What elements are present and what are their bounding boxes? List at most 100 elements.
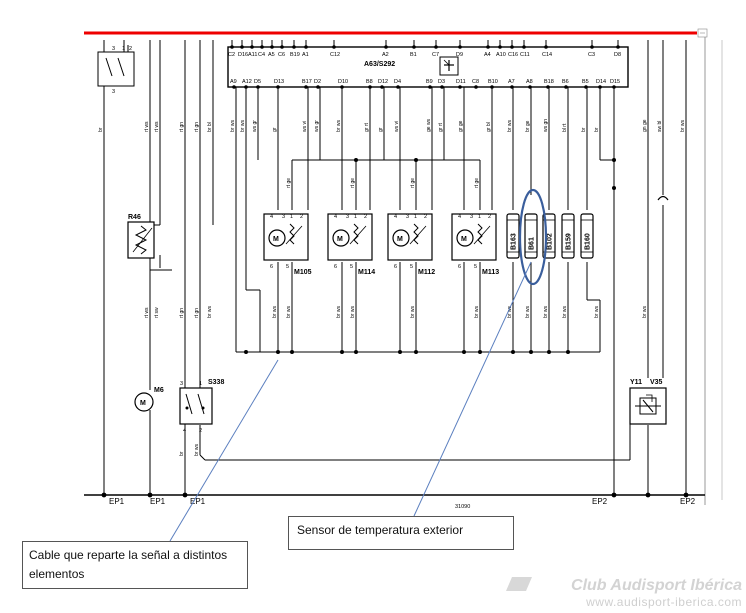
motor-label: M105: [294, 269, 312, 276]
wire-color-label: rt gn: [179, 308, 185, 318]
wire-color-label: rt gn: [179, 122, 185, 132]
sensor-label: B61: [529, 237, 536, 250]
ground-ep1-a: EP1: [109, 497, 125, 506]
pin-number: 3: [346, 214, 349, 220]
wire-color-label: rt ws: [144, 121, 150, 132]
ground-ep1-c: EP1: [190, 497, 206, 506]
svg-text:M: M: [397, 236, 403, 243]
b61-highlight-ellipse: [518, 188, 548, 286]
pin-number: 2: [424, 214, 427, 220]
wire-color-label: br ws: [525, 306, 531, 318]
watermark-title: Club Audisport Ibérica: [571, 577, 742, 594]
pin-label: B17: [302, 79, 312, 85]
wire-color-label: gr bl: [486, 122, 492, 132]
pin-number: 6: [458, 264, 461, 270]
pin-number: 5: [350, 264, 353, 270]
wire-color-label: sw bl: [657, 121, 663, 132]
svg-text:M: M: [461, 236, 467, 243]
wire-color-label: br ws: [207, 306, 213, 318]
pin-number: 4: [270, 214, 273, 220]
motor-label: M113: [482, 269, 499, 276]
pin-label: D8: [614, 52, 621, 58]
pin-label: B18: [544, 79, 554, 85]
sensor-label: B160: [585, 233, 592, 250]
pin-label: D12: [378, 79, 388, 85]
wire-color-label: br: [594, 127, 600, 132]
wire-color-label: ws gr: [252, 120, 258, 132]
pin-number: 1: [199, 381, 202, 387]
pin-number: 2: [300, 214, 303, 220]
valve-y11-v35: [629, 387, 667, 425]
wire-color-label: br ws: [562, 306, 568, 318]
pin-number: 4: [458, 214, 461, 220]
motor-m105: M: [263, 213, 309, 261]
watermark: Club Audisport Ibérica www.audisport-ibe…: [506, 577, 742, 609]
wire-color-label: ge ws: [426, 118, 432, 132]
pin-number: 2: [129, 46, 132, 52]
pin-label: A10: [496, 52, 506, 58]
pin-label: D3: [438, 79, 445, 85]
wire-color-label: gr: [378, 127, 384, 132]
pin-number: 3: [406, 214, 409, 220]
pin-label: A9: [230, 79, 237, 85]
pin-label: B1: [410, 52, 417, 58]
pin-label: D9: [456, 52, 463, 58]
pin-number: 4: [394, 214, 397, 220]
pin-label: C4: [258, 52, 265, 58]
pin-label: D11: [456, 79, 466, 85]
pin-number: 6: [270, 264, 273, 270]
wire-color-label: ws vi: [394, 121, 400, 132]
wire-color-label: br bl: [207, 122, 213, 132]
wire-color-label: br ws: [507, 120, 513, 132]
pin-label: A8: [526, 79, 533, 85]
pin-number: 6: [334, 264, 337, 270]
sensor-leader-line: [413, 261, 532, 517]
pin-label: C11: [520, 52, 530, 58]
pin-number: 2: [488, 214, 491, 220]
wire-color-label: br: [581, 127, 587, 132]
svg-text:M: M: [140, 400, 146, 407]
wire-color-label: rt ge: [286, 178, 292, 188]
wire-color-label: gr rt: [438, 123, 444, 133]
wire-color-label: br ws: [286, 306, 292, 318]
wire-color-label: ws gr: [314, 120, 320, 132]
control-unit-name: A63/S292: [364, 61, 395, 68]
pin-label: B5: [582, 79, 589, 85]
pin-number: 3: [180, 381, 183, 387]
pin-number: 1: [122, 46, 125, 52]
pin-label: C3: [588, 52, 595, 58]
wire-color-label: gr ge: [458, 120, 464, 132]
callout-sensor-text: Sensor de temperatura exterior: [297, 523, 464, 537]
wire-color-label: br ws: [350, 306, 356, 318]
ground-ep1-b: EP1: [150, 497, 166, 506]
sensor-b160: B160: [580, 213, 594, 259]
wire-color-label: rt ge: [410, 178, 416, 188]
pin-label: D4: [394, 79, 401, 85]
motor-m113: M: [451, 213, 497, 261]
pin-number: 5: [286, 264, 289, 270]
pin-number: 3: [112, 89, 115, 95]
pin-number: 2: [199, 428, 202, 434]
motor-m6: M: [134, 392, 154, 412]
callout-cable: Cable que reparte la señal a distintos e…: [22, 541, 248, 589]
motor-label: M112: [418, 269, 435, 276]
pin-number: 6: [394, 264, 397, 270]
pin-label: B9: [426, 79, 433, 85]
wire-color-label: rt ws: [154, 121, 160, 132]
resistor-r46-label: R46: [128, 214, 141, 221]
pin-label: D2: [314, 79, 321, 85]
pin-label: A2: [382, 52, 389, 58]
pin-label: D16: [238, 52, 248, 58]
pin-label: A11: [248, 52, 257, 58]
pin-label: B6: [562, 79, 569, 85]
pin-label: C8: [472, 79, 479, 85]
wire-color-label: br: [179, 451, 185, 456]
wire-color-label: ws gn: [543, 119, 549, 132]
pin-label: C2: [228, 52, 235, 58]
